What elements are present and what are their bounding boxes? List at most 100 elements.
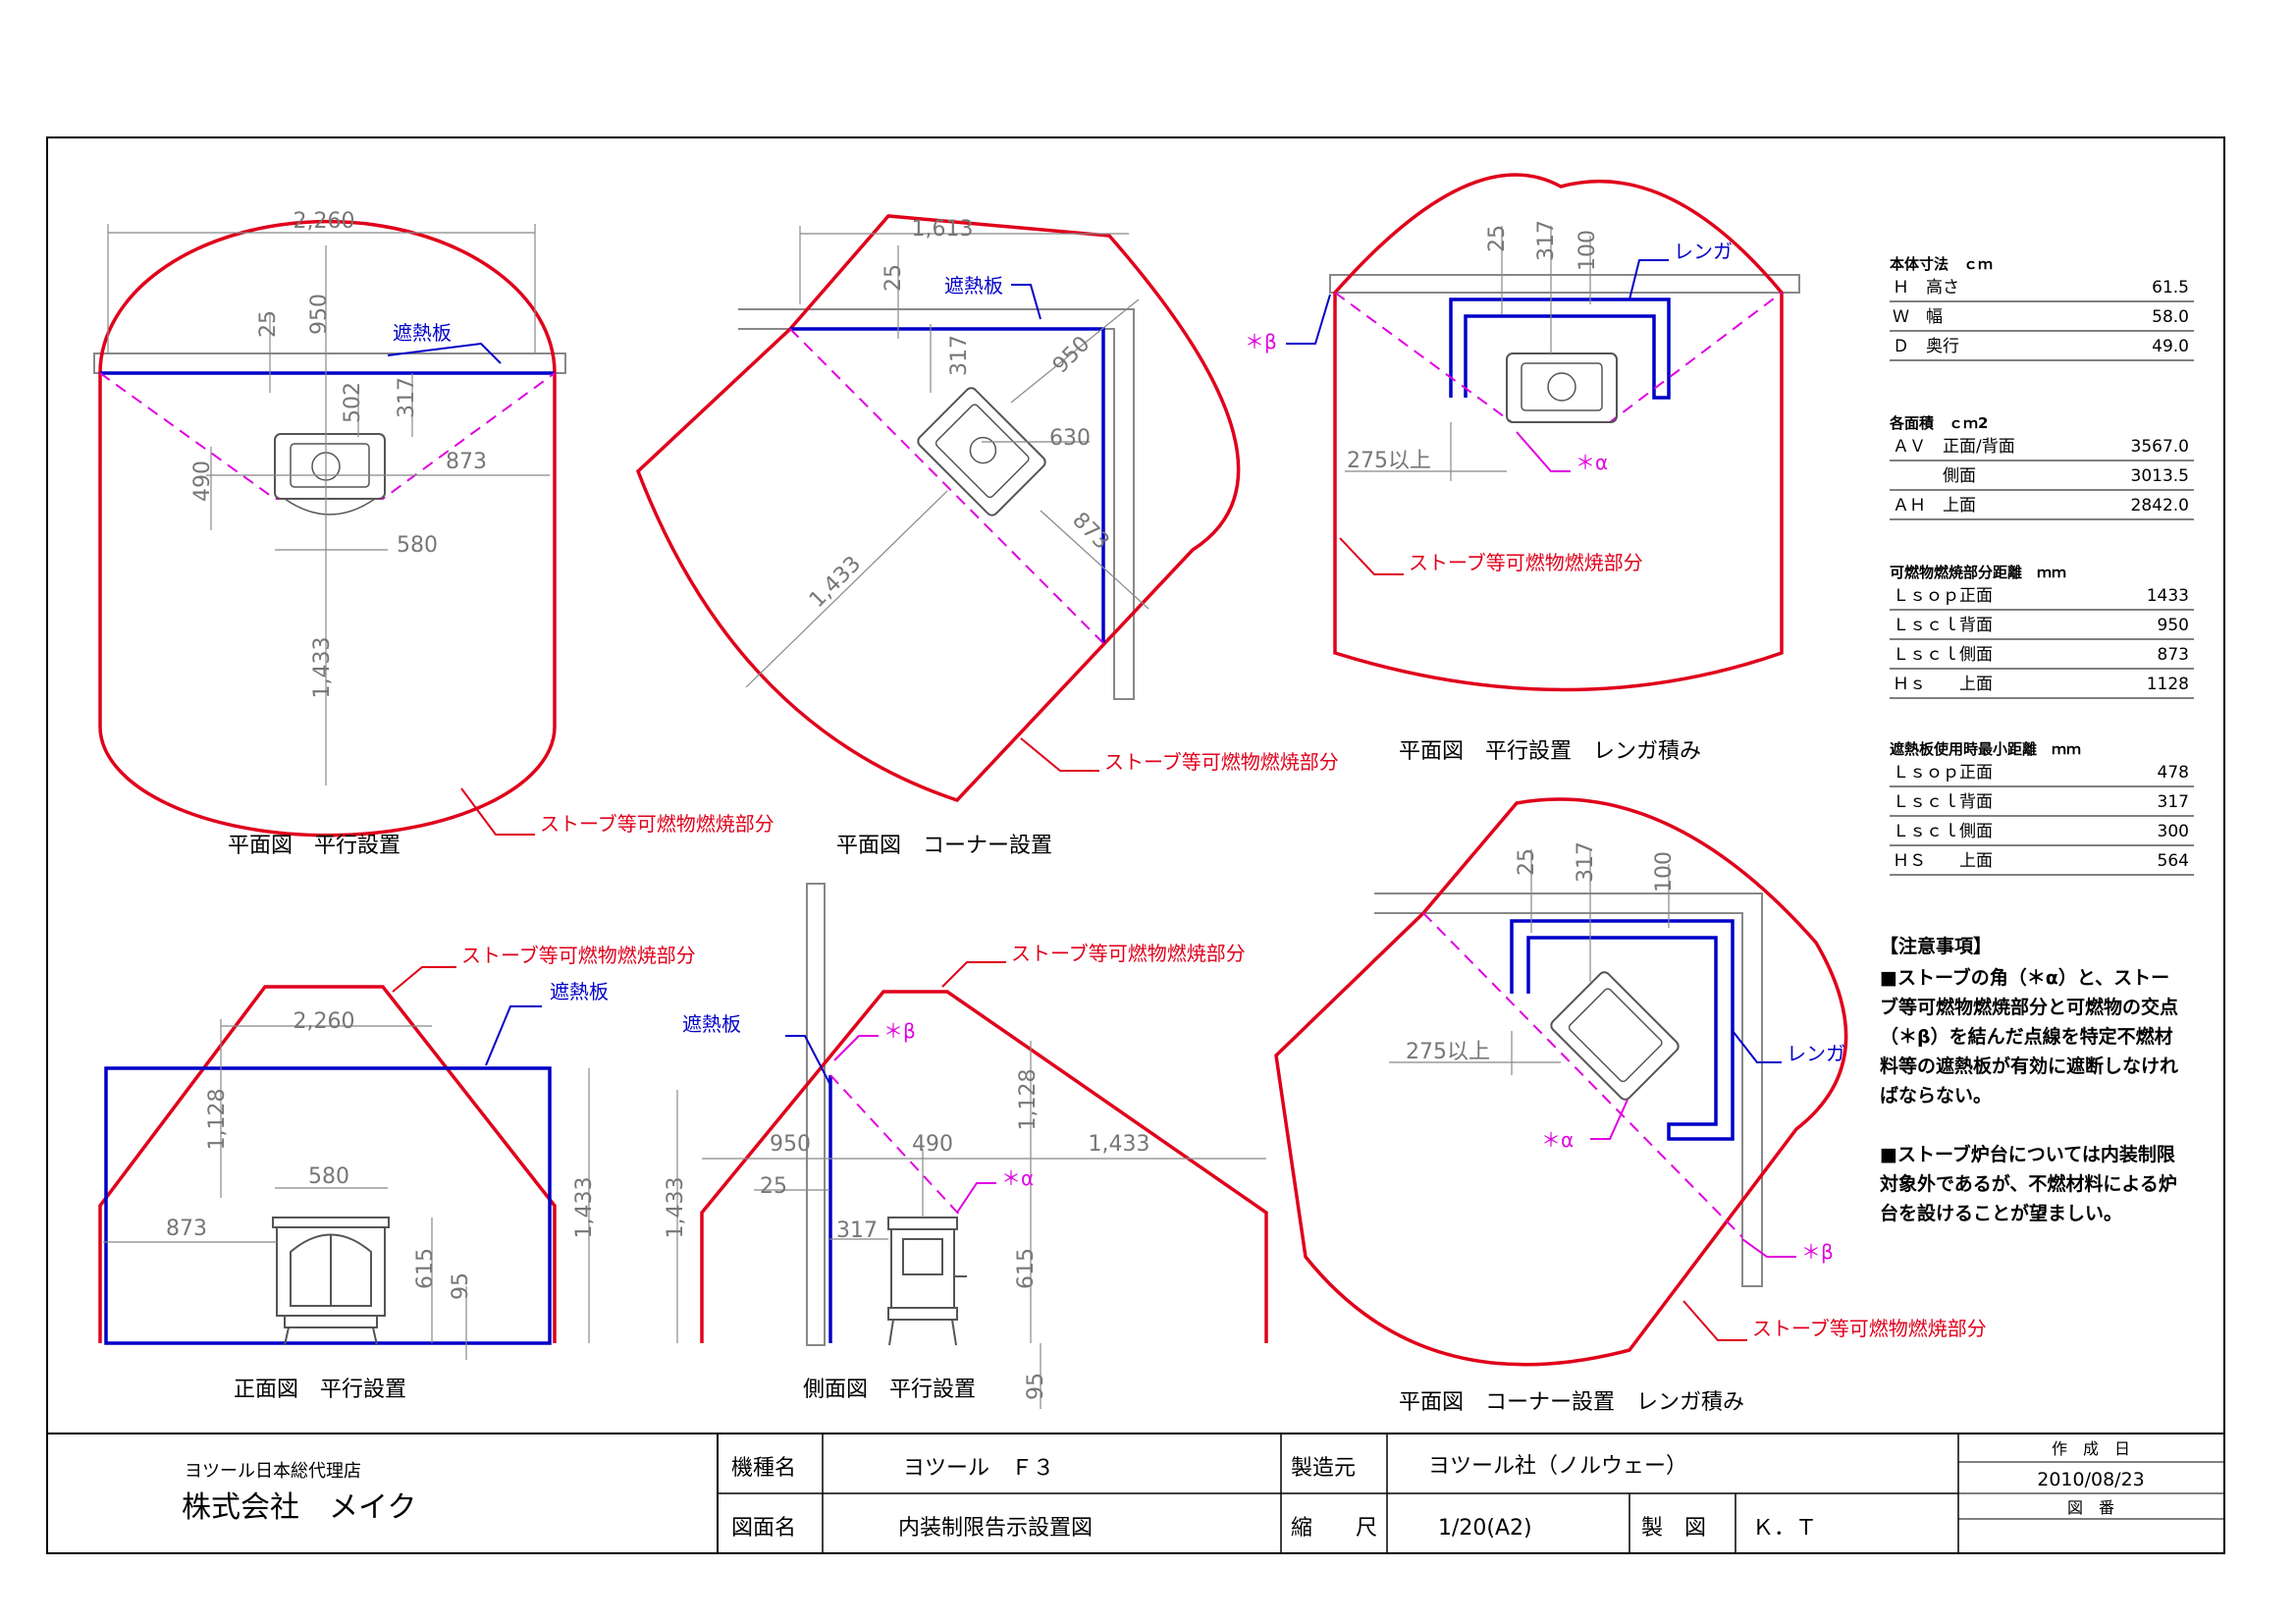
- alpha-beta-dashed-line: [1422, 912, 1743, 1238]
- view-plan-parallel-brick: 25 317 100 275以上 レンガ ＊β ＊α ストーブ等可燃物燃焼部分 …: [1245, 173, 1800, 764]
- label-alpha: ＊α: [1541, 1128, 1574, 1152]
- caption-plan-corner: 平面図 コーナー設置: [836, 834, 1052, 858]
- label-combustible: ストーブ等可燃物燃焼部分: [1104, 750, 1339, 774]
- spec-row-label: Ｄ 奥行: [1893, 337, 1959, 356]
- stove-side: [887, 1217, 967, 1346]
- dim-1433: 1,433: [664, 1177, 688, 1239]
- agency-label: ヨツール日本総代理店: [185, 1461, 361, 1482]
- dim-100: 100: [1652, 851, 1677, 893]
- dim-95: 95: [1024, 1373, 1048, 1400]
- spec-row-value: 61.5: [2152, 278, 2189, 298]
- spec-row-value: 58.0: [2152, 307, 2189, 327]
- dim-317: 317: [1574, 841, 1598, 883]
- spec-row-label: ＡＨ 上面: [1893, 496, 1976, 515]
- spec-row-value: 300: [2158, 822, 2189, 841]
- wall: [806, 883, 826, 1346]
- dim-25: 25: [256, 310, 281, 338]
- wall: [1329, 274, 1800, 294]
- label-combustible: ストーブ等可燃物燃焼部分: [540, 812, 774, 836]
- spec-row-label: Ｌｓｏｐ正面: [1893, 586, 1993, 606]
- dim-over275: 275以上: [1347, 449, 1431, 473]
- alpha-beta-dashed-line: [789, 328, 1104, 644]
- caption-plan-corner-brick: 平面図 コーナー設置 レンガ積み: [1399, 1390, 1744, 1415]
- label-heat-shield: 遮熱板: [682, 1012, 741, 1036]
- spec-row-label: Ｌｓｃｌ背面: [1893, 792, 1993, 812]
- spec-row-value: 1433: [2147, 586, 2189, 606]
- alpha-beta-dashed-line: [1334, 292, 1783, 423]
- date-value: 2010/08/23: [2037, 1469, 2145, 1490]
- brick-wall: [1510, 919, 1735, 1141]
- spec-row-label: ＡＶ 正面/背面: [1893, 437, 2015, 457]
- dim-1613: 1,613: [912, 217, 974, 242]
- drawing-name-value: 内装制限告示設置図: [898, 1516, 1093, 1541]
- dim-950: 950: [1048, 332, 1095, 378]
- dim-873: 873: [166, 1217, 207, 1241]
- brick-wall: [1449, 298, 1671, 400]
- notes-line: ■ストーブ炉台については内装制限: [1880, 1143, 2175, 1165]
- drawing-name-label: 図面名: [731, 1516, 796, 1541]
- dim-25: 25: [1485, 225, 1510, 252]
- dim-1128: 1,128: [1016, 1069, 1041, 1131]
- label-combustible: ストーブ等可燃物燃焼部分: [461, 944, 696, 967]
- label-beta: ＊β: [1801, 1240, 1834, 1264]
- dim-317: 317: [1534, 220, 1559, 261]
- label-heat-shield: 遮熱板: [550, 980, 609, 1003]
- maker-value: ヨツール社（ノルウェー）: [1428, 1454, 1687, 1479]
- label-alpha: ＊α: [1001, 1166, 1034, 1190]
- notes-line: ばならない。: [1880, 1085, 1992, 1107]
- model-label: 機種名: [731, 1456, 796, 1481]
- label-brick: レンガ: [1674, 240, 1733, 263]
- notes-line: ■ストーブの角（＊α）と、ストー: [1880, 966, 2169, 989]
- view-plan-corner-brick: 25 317 100 275以上 レンガ ＊α ＊β ストーブ等可燃物燃焼部分 …: [1274, 797, 1987, 1415]
- notes-line: 料等の遮熱板が有効に遮断しなけれ: [1880, 1055, 2178, 1077]
- company-name: 株式会社 メイク: [182, 1490, 416, 1525]
- label-combustible: ストーブ等可燃物燃焼部分: [1752, 1317, 1987, 1340]
- drawing-frame: [46, 136, 2225, 1554]
- dim-1433: 1,433: [805, 552, 866, 613]
- combustible-zone-outline: [1274, 797, 1848, 1367]
- dim-over275: 275以上: [1406, 1040, 1490, 1064]
- dim-95: 95: [449, 1272, 473, 1300]
- label-alpha: ＊α: [1575, 451, 1608, 474]
- drafter-value: Ｋ．Ｔ: [1752, 1516, 1817, 1541]
- spec-row-value: 1128: [2147, 675, 2189, 694]
- spec-row-value: 3013.5: [2131, 466, 2189, 486]
- dim-873: 873: [1067, 508, 1113, 554]
- date-label: 作 成 日: [2052, 1439, 2130, 1458]
- label-combustible: ストーブ等可燃物燃焼部分: [1409, 551, 1643, 574]
- notes-line: ブ等可燃物燃焼部分と可燃物の交点: [1880, 996, 2178, 1018]
- combustible-zone-outline: [98, 219, 557, 838]
- label-beta: ＊β: [883, 1019, 916, 1043]
- spec-row-label: Ｗ 幅: [1893, 307, 1943, 327]
- dim-317: 317: [947, 335, 972, 376]
- spec-row-value: 873: [2158, 645, 2189, 665]
- notes-title: 【注意事項】: [1880, 935, 1992, 957]
- combustible-zone-outline: [1333, 173, 1784, 692]
- dim-1433: 1,433: [1089, 1132, 1150, 1157]
- dim-25: 25: [1515, 848, 1539, 876]
- combustible-zone-outline: [700, 990, 1268, 1343]
- heat-shield-outline: [104, 1066, 552, 1345]
- caption-plan-parallel: 平面図 平行設置: [228, 834, 400, 858]
- spec-row-value: 2842.0: [2131, 496, 2189, 515]
- notes-line: （＊β）を結んだ点線を特定不燃材: [1880, 1025, 2173, 1048]
- stove-top: [1550, 971, 1680, 1101]
- maker-label: 製造元: [1291, 1456, 1356, 1481]
- dim-25: 25: [760, 1174, 787, 1199]
- dim-1433: 1,433: [310, 637, 335, 699]
- notes-line: 対象外であるが、不燃材料による炉: [1879, 1172, 2177, 1195]
- dim-615: 615: [1014, 1248, 1039, 1289]
- spec-row-value: 950: [2158, 616, 2189, 635]
- dim-2260: 2,260: [294, 1009, 355, 1034]
- view-side-parallel: 950 490 1,433 25 317 1,128 615 95 1,433 …: [664, 883, 1268, 1409]
- dim-630: 630: [1049, 426, 1091, 451]
- spec-group-title: 遮熱板使用時最小距離 ｍｍ: [1890, 740, 2081, 758]
- spec-row-value: 49.0: [2152, 337, 2189, 356]
- spec-group-title: 各面積 ｃｍ2: [1889, 414, 1988, 432]
- dim-25: 25: [881, 264, 906, 292]
- label-combustible: ストーブ等可燃物燃焼部分: [1011, 942, 1246, 965]
- corner-walls: [1374, 893, 1763, 1287]
- spec-row-label: Ｈｓ 上面: [1893, 675, 1993, 694]
